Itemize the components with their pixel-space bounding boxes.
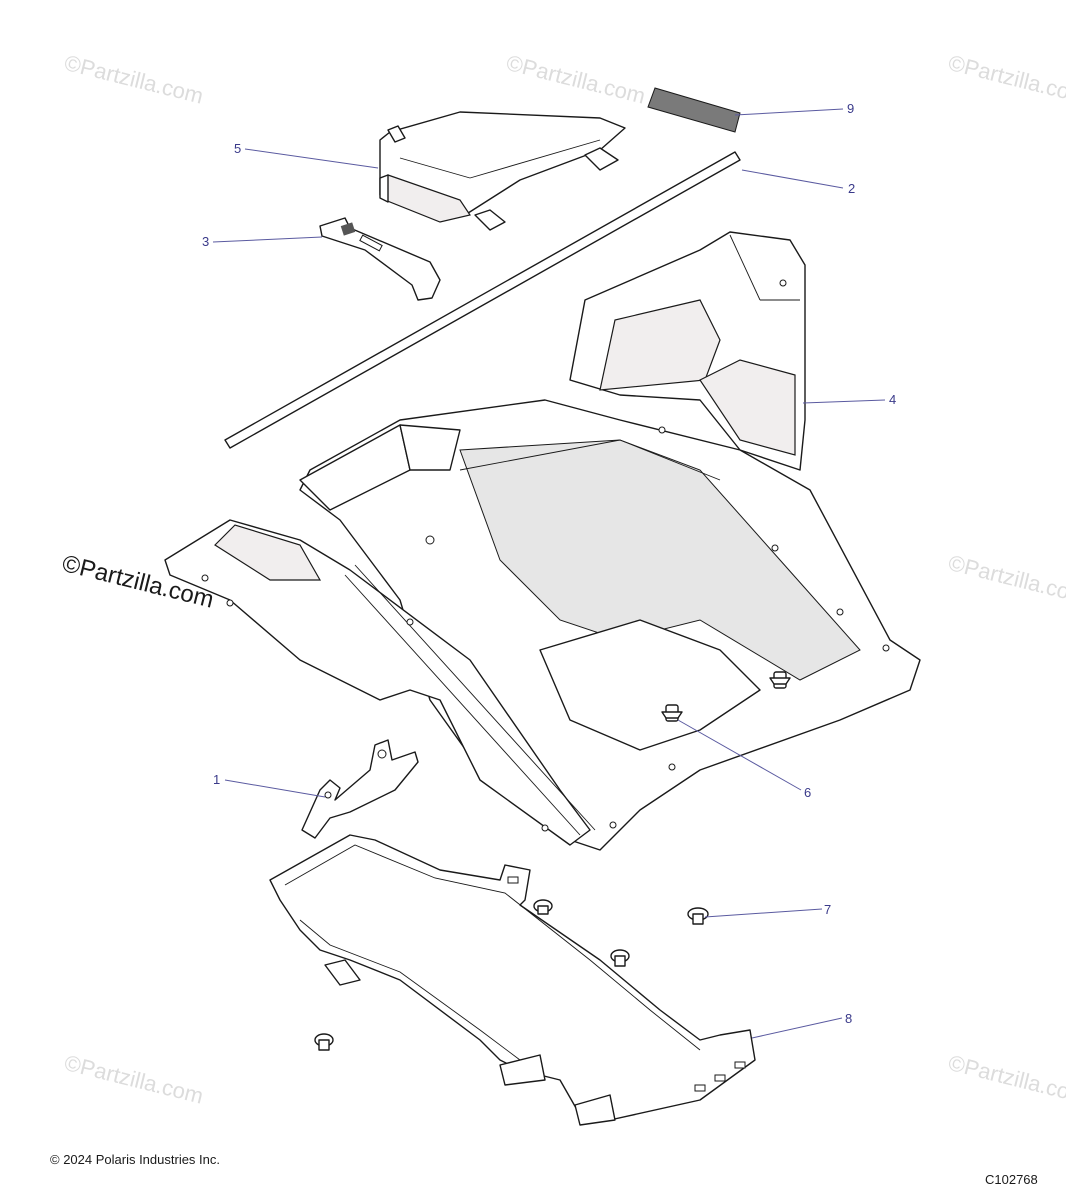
copyright-text: © 2024 Polaris Industries Inc. (50, 1152, 220, 1167)
callout-1: 1 (213, 772, 220, 787)
part-1-bracket (301, 739, 419, 839)
callout-2: 2 (848, 181, 855, 196)
part-6-fastener (661, 671, 791, 722)
callout-3: 3 (202, 234, 209, 249)
callout-5: 5 (234, 141, 241, 156)
part-3-strap (319, 217, 441, 301)
leader-6 (677, 719, 802, 791)
leader-3 (212, 236, 323, 243)
part-7-fastener (314, 899, 709, 1051)
leader-5 (244, 148, 379, 169)
leader-8 (751, 1017, 843, 1039)
callout-6: 6 (804, 785, 811, 800)
leader-9 (734, 108, 844, 116)
leader-4 (802, 399, 886, 404)
part-4-tub (164, 231, 921, 851)
leader-lines (212, 108, 886, 1039)
part-5-cover (379, 111, 626, 231)
part-9-pad (647, 87, 741, 133)
callout-8: 8 (845, 1011, 852, 1026)
leader-1 (224, 779, 326, 798)
callout-4: 4 (889, 392, 896, 407)
leader-2 (741, 169, 844, 189)
drawing-id: C102768 (985, 1172, 1038, 1187)
callout-7: 7 (824, 902, 831, 917)
callout-numbers: 1 2 3 4 5 6 7 8 9 (202, 101, 896, 1026)
callout-9: 9 (847, 101, 854, 116)
leader-7 (704, 908, 823, 918)
part-8-tray (269, 834, 756, 1126)
part-2-rod (224, 151, 741, 449)
